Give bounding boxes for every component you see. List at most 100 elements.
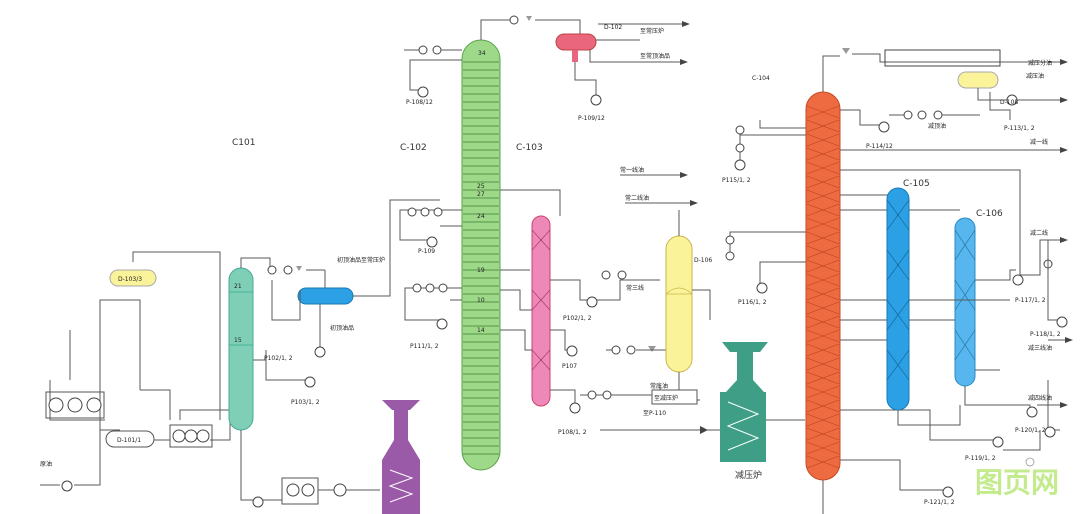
c102-stream-top: 至常压炉 (640, 27, 664, 35)
column-c102-label: C-102 (400, 143, 427, 153)
column-c105-label: C-105 (903, 179, 930, 189)
c104-packing-line (806, 301, 840, 315)
c102-pumparounds (399, 207, 462, 330)
c104-packing-line (806, 399, 840, 413)
pump-p119-label: P-119/1, 2 (965, 455, 996, 462)
pump-p102b-label: P102/1, 2 (563, 315, 592, 322)
c104-out-3: 减三线油 (1028, 344, 1052, 352)
c102-overhead (404, 15, 690, 106)
d102-label: D-102 (604, 24, 622, 31)
c104-packing-line (806, 385, 840, 399)
column-c103-label: C-103 (516, 143, 543, 153)
column-c104 (805, 91, 841, 481)
c102-tray-24: 24 (477, 213, 485, 220)
pump-p116-label: P116/1, 2 (738, 299, 767, 306)
furnace-vacuum (720, 342, 768, 462)
c104-packing-line (806, 259, 840, 273)
drum-d103 (109, 269, 157, 287)
column-c102 (461, 39, 501, 471)
c101-stream-2: 初顶油品 (330, 324, 354, 332)
c104-overhead (822, 48, 1068, 133)
pump-p102-label: P102/1, 2 (264, 355, 293, 362)
watermark-mark-icon (1025, 457, 1035, 467)
c104-packing-line (806, 147, 840, 161)
vessel-d106-label: D-106 (694, 257, 712, 264)
c102-tray-25: 25 (477, 183, 485, 190)
c102-tray-14: 14 (477, 327, 485, 334)
c104-packing-line (806, 245, 840, 259)
c104-packing-line (806, 273, 840, 287)
c104-packing-line (806, 133, 840, 147)
column-c104-label: C-104 (752, 75, 770, 82)
pump-p109-label: P-109 (418, 248, 435, 255)
pump-p114-label: P-114/12 (866, 143, 893, 150)
c104-packing-line (806, 203, 840, 217)
c104-packing-line (806, 105, 840, 119)
c102-tray-34: 34 (478, 50, 486, 57)
feed-pump (61, 480, 73, 492)
exchanger-bank-2 (169, 424, 213, 448)
stream-p110: 至P-110 (643, 410, 666, 417)
pump-p109-12-label: P-109/12 (578, 115, 605, 122)
c104-packing-line (806, 189, 840, 203)
c104-packing-line (806, 315, 840, 329)
c104-packing-line (806, 441, 840, 455)
c104-packing-line (806, 343, 840, 357)
pump-p107-label: P107 (562, 363, 577, 370)
pump-p103-label: P103/1, 2 (291, 399, 320, 406)
c104-packing-line (806, 287, 840, 301)
vessel-d106 (665, 235, 693, 373)
right-outputs (897, 237, 1073, 451)
c103-stream-3: 常三线 (626, 284, 644, 292)
c102-stream-2: 至常顶油品 (640, 52, 670, 60)
c104-packing-line (806, 119, 840, 133)
c103-lines (500, 189, 668, 414)
c104-stream-top2: 减压油 (1026, 72, 1044, 80)
pump-p117-label: P-117/1, 2 (1015, 297, 1046, 304)
pump-p120-label: P-120/1, 2 (1015, 427, 1046, 434)
c101-tray-mid: 15 (234, 337, 242, 344)
c104-packing-line (806, 455, 840, 469)
exchanger-bank-1 (45, 391, 105, 419)
c104-packing-line (806, 231, 840, 245)
pump-p115-label: P115/1, 2 (722, 177, 751, 184)
c104-packing-line (806, 357, 840, 371)
c104-packing-line (806, 161, 840, 175)
c104-pumparounds (725, 120, 806, 294)
c104-packing-line (806, 217, 840, 231)
c104-out-1: 减一线 (1030, 138, 1048, 146)
c104-packing-line (806, 427, 840, 441)
c101-overhead (240, 199, 440, 388)
furnace-vacuum-label: 减压炉 (735, 469, 762, 481)
pump-p108-12-label: P-108/12 (406, 99, 433, 106)
c104-out-2: 减二线 (1030, 229, 1048, 237)
c104-packing-line (806, 413, 840, 427)
column-c101-label: C101 (232, 138, 255, 148)
pump-p118-label: P-118/1, 2 (1030, 331, 1061, 338)
c104-stream-top: 减压分油 (1028, 59, 1052, 67)
c104-packing-line (806, 371, 840, 385)
furnace-atmospheric (382, 400, 420, 514)
drum-d101 (105, 430, 155, 448)
c102-tray-19: 19 (477, 267, 485, 274)
c102-tray-10: 10 (477, 297, 485, 304)
drum-d101-label: D-101/1 (117, 437, 141, 444)
c102-trays (463, 61, 499, 455)
watermark: 图页网 (975, 466, 1059, 499)
c101-stream-top: 初顶油品至常压炉 (337, 256, 385, 264)
c101-tray-top: 21 (234, 283, 242, 290)
c104-packing-line (806, 329, 840, 343)
c103-stream-2: 常二线油 (625, 194, 649, 202)
pump-p113-label: P-113/1, 2 (1004, 125, 1035, 132)
column-c106-label: C-106 (976, 209, 1003, 219)
c104-out-4: 减四线油 (1028, 394, 1052, 402)
pump-p111-label: P111/1, 2 (410, 343, 439, 350)
drum-d103-label: D-103/3 (118, 276, 142, 283)
column-c105 (886, 187, 910, 411)
column-c101 (228, 267, 254, 431)
pump-p121-label: P-121/1, 2 (924, 499, 955, 506)
c101-bottoms (240, 430, 380, 508)
vessel-d108-label: D-108 (1000, 99, 1018, 106)
feed-label: 原油 (40, 460, 52, 468)
